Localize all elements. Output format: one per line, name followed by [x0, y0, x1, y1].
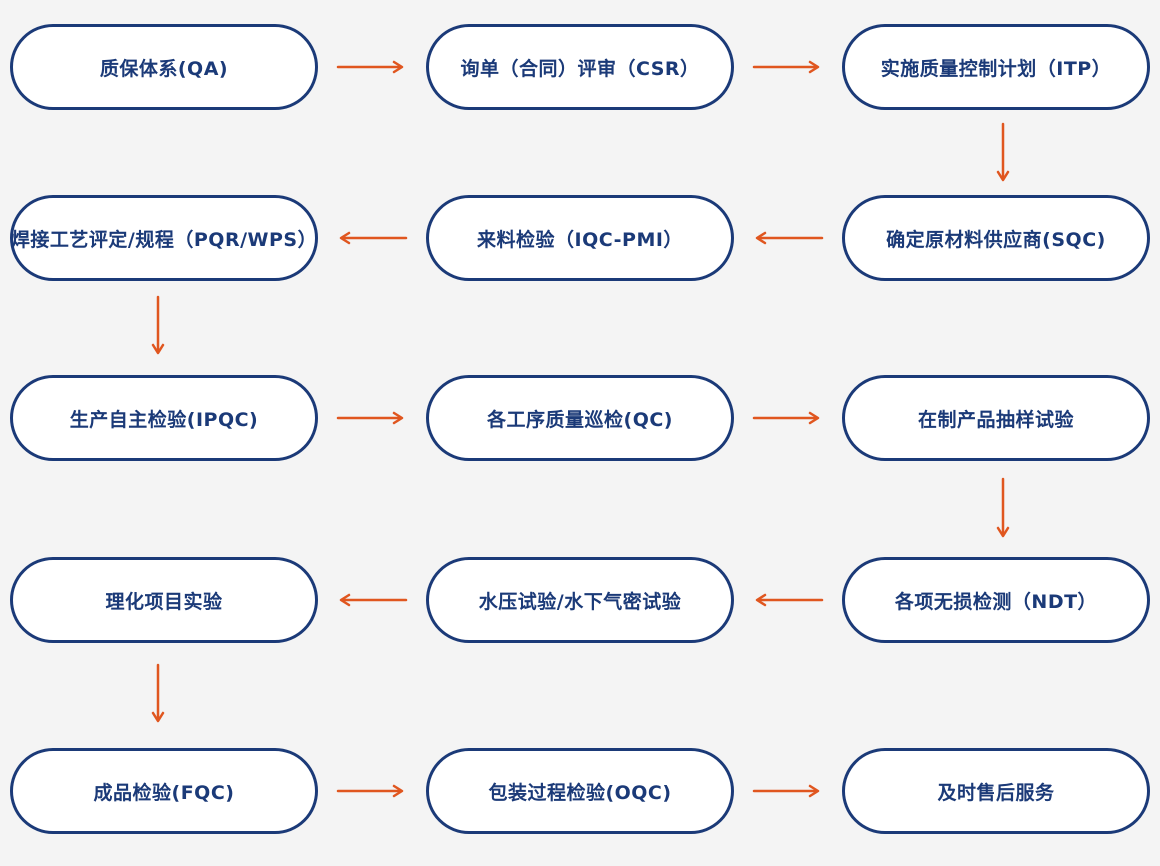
arrow-oqc-to-service: [752, 784, 820, 798]
arrow-sample-to-ndt: [996, 477, 1010, 538]
node-label: 确定原材料供应商(SQC): [886, 228, 1106, 251]
arrow-qa-to-csr: [336, 60, 404, 74]
node-ndt: 各项无损检测（NDT）: [842, 557, 1150, 643]
node-label: 成品检验(FQC): [93, 781, 235, 804]
node-sqc: 确定原材料供应商(SQC): [842, 195, 1150, 281]
node-label: 在制产品抽样试验: [917, 408, 1074, 431]
arrow-ipqc-to-qc: [336, 411, 404, 425]
node-label: 实施质量控制计划（ITP）: [880, 57, 1112, 80]
node-label: 包装过程检验(OQC): [488, 781, 672, 804]
node-label: 焊接工艺评定/规程（PQR/WPS）: [10, 228, 318, 251]
node-label: 来料检验（IQC-PMI）: [477, 228, 683, 251]
node-ipqc: 生产自主检验(IPQC): [10, 375, 318, 461]
arrow-physchem-to-fqc: [151, 663, 165, 723]
node-label: 各工序质量巡检(QC): [487, 408, 673, 431]
arrow-fqc-to-oqc: [336, 784, 404, 798]
node-iqc: 来料检验（IQC-PMI）: [426, 195, 734, 281]
node-pressure: 水压试验/水下气密试验: [426, 557, 734, 643]
arrow-itp-to-sqc: [996, 122, 1010, 182]
node-label: 水压试验/水下气密试验: [478, 590, 682, 613]
arrow-qc-to-sample: [752, 411, 820, 425]
arrow-iqc-to-pqr: [339, 231, 408, 245]
arrow-csr-to-itp: [752, 60, 820, 74]
node-sample: 在制产品抽样试验: [842, 375, 1150, 461]
node-label: 质保体系(QA): [99, 57, 229, 80]
node-label: 及时售后服务: [937, 781, 1055, 804]
node-service: 及时售后服务: [842, 748, 1150, 834]
node-fqc: 成品检验(FQC): [10, 748, 318, 834]
node-csr: 询单（合同）评审（CSR）: [426, 24, 734, 110]
node-label: 询单（合同）评审（CSR）: [460, 57, 700, 80]
node-itp: 实施质量控制计划（ITP）: [842, 24, 1150, 110]
node-qc: 各工序质量巡检(QC): [426, 375, 734, 461]
node-label: 生产自主检验(IPQC): [69, 408, 259, 431]
node-oqc: 包装过程检验(OQC): [426, 748, 734, 834]
node-physchem: 理化项目实验: [10, 557, 318, 643]
arrow-ndt-to-pressure: [755, 593, 824, 607]
arrow-pressure-to-physchem: [339, 593, 408, 607]
arrow-pqr-to-ipqc: [151, 295, 165, 355]
node-label: 各项无损检测（NDT）: [894, 590, 1098, 613]
node-label: 理化项目实验: [105, 590, 223, 613]
arrow-sqc-to-iqc: [755, 231, 824, 245]
node-qa: 质保体系(QA): [10, 24, 318, 110]
node-pqr: 焊接工艺评定/规程（PQR/WPS）: [10, 195, 318, 281]
